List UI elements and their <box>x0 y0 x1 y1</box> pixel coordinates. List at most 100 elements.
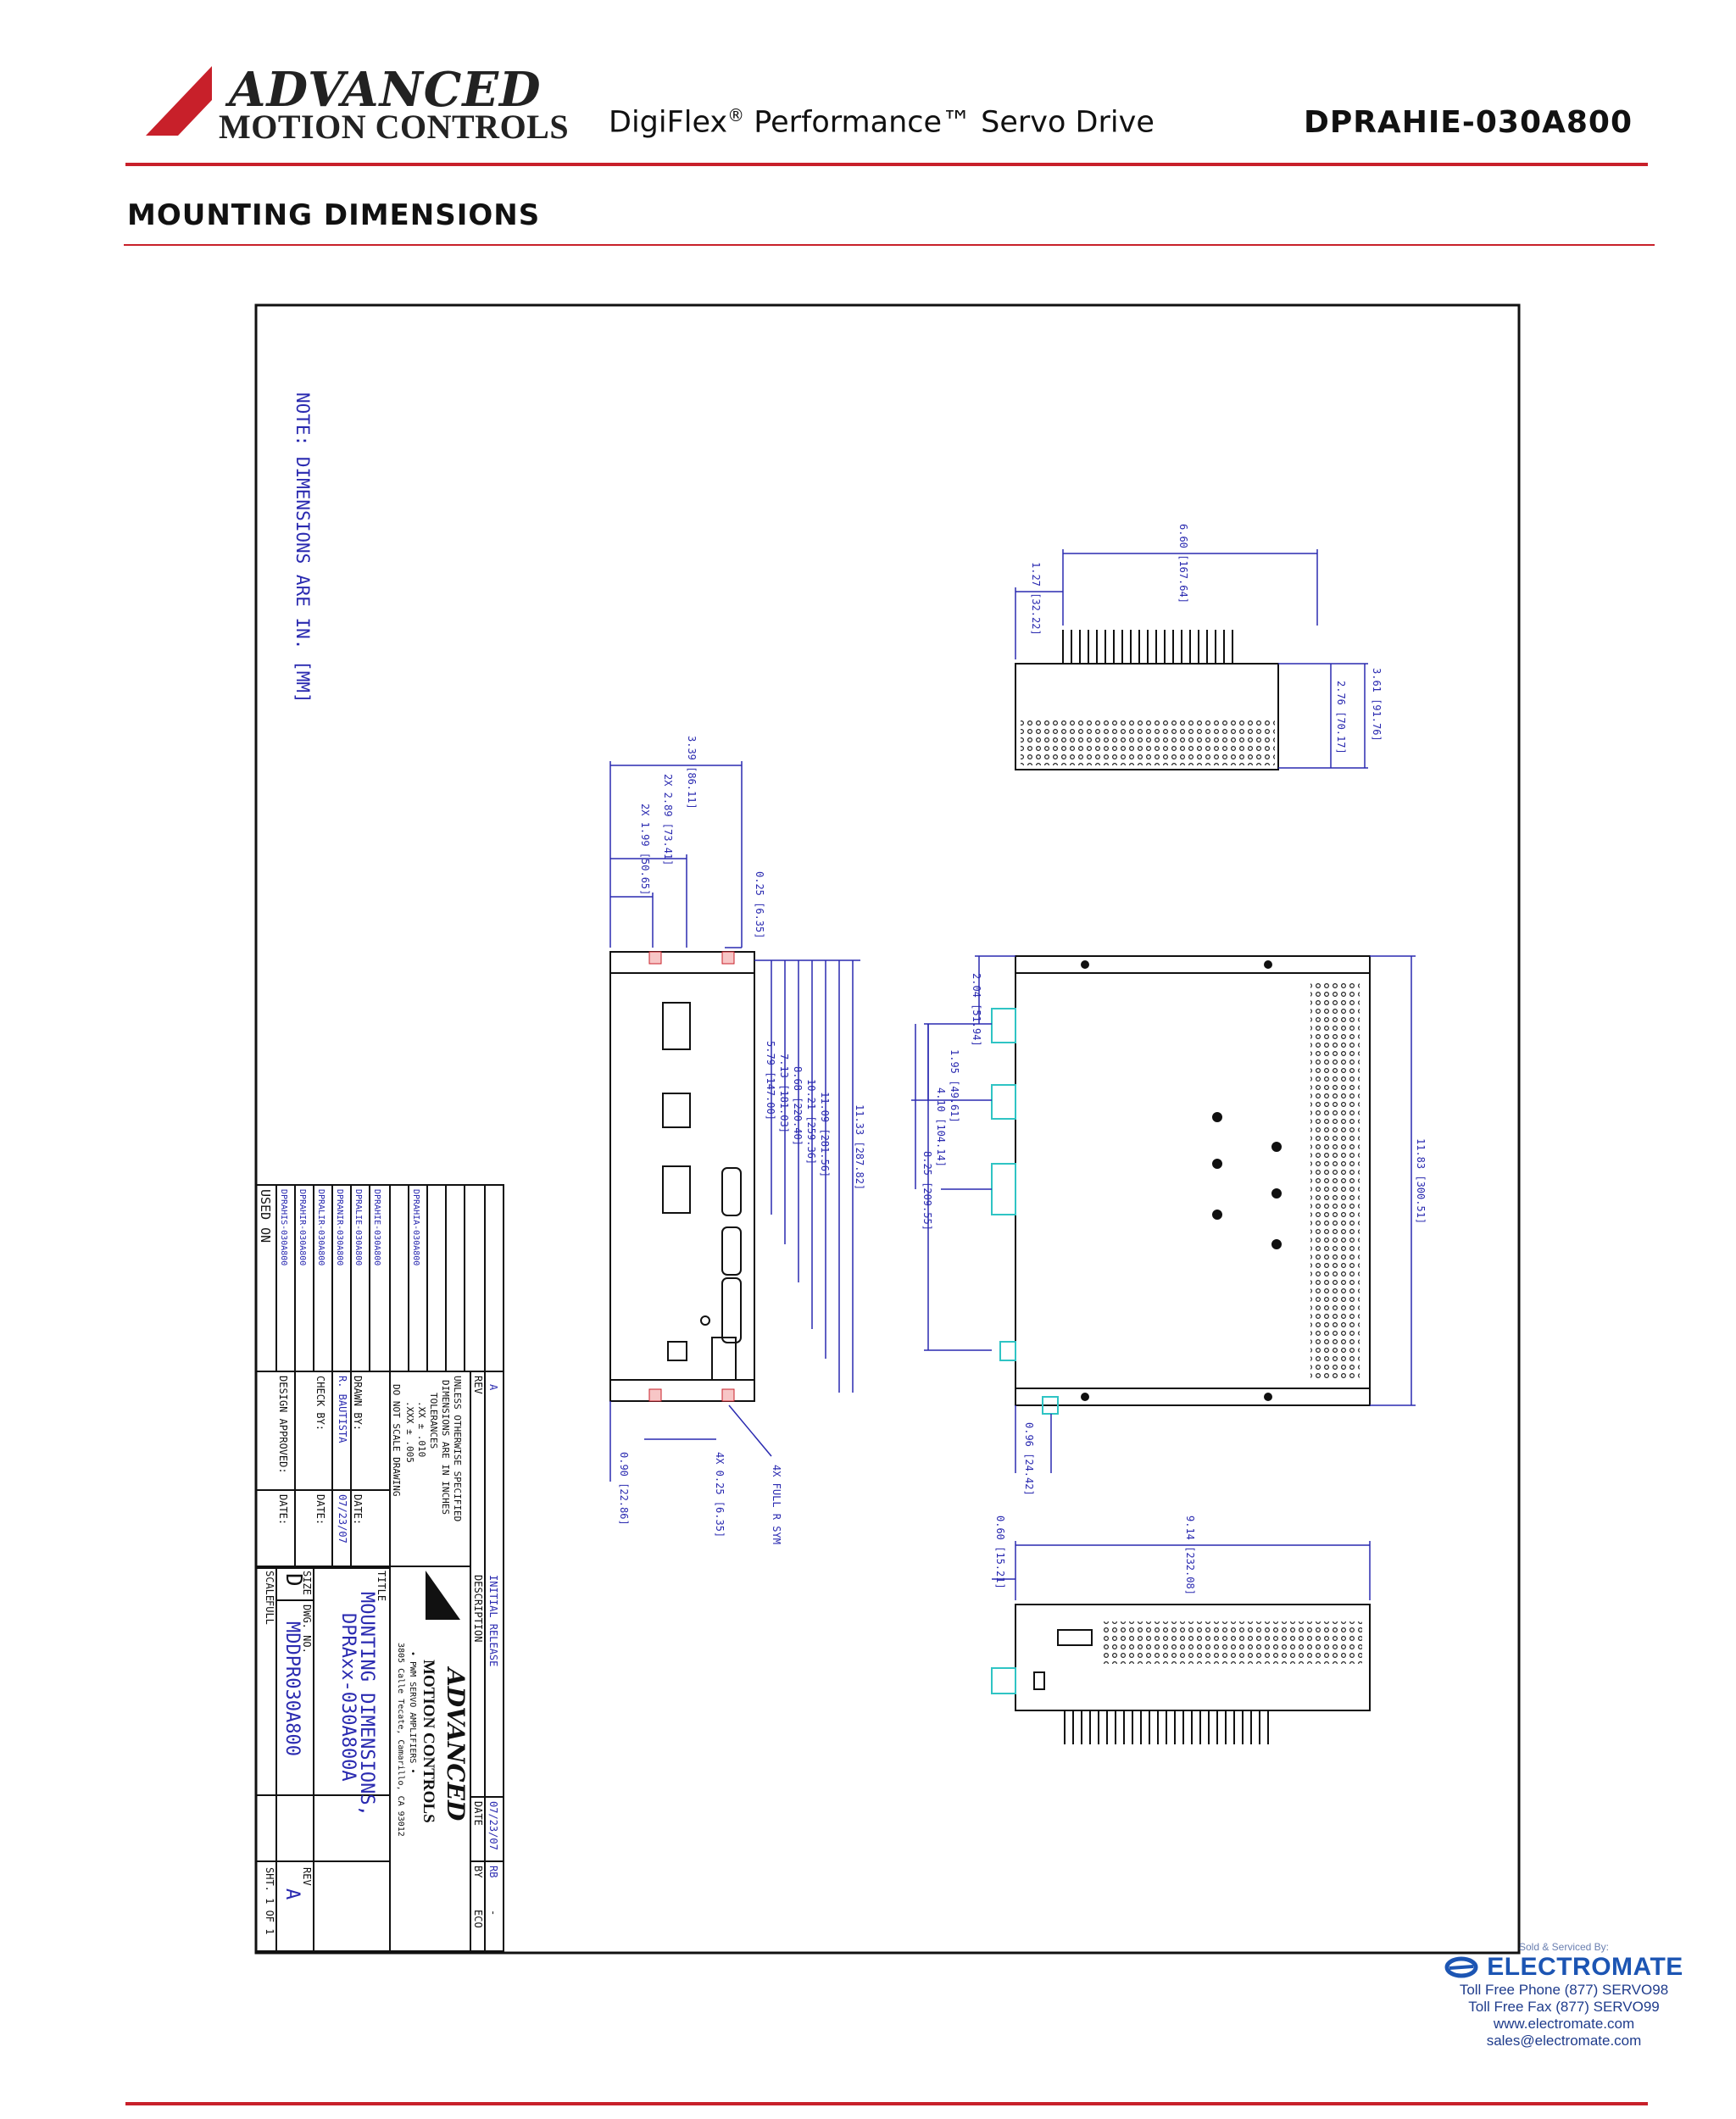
dim-front-10: 11.33 [287.82] <box>854 1104 865 1190</box>
dwg-label: DWG. NO. <box>301 1605 313 1654</box>
top-view-dims <box>1015 549 1368 769</box>
eco-value: - <box>487 1910 499 1916</box>
dim-front-5: 5.79 [147.00] <box>765 1041 776 1121</box>
bottom-view-dims <box>992 1541 1371 1600</box>
sold-by-text: Sold & Serviced By: <box>1518 1941 1610 1953</box>
db-connector-4 <box>711 1337 737 1381</box>
by-value: RB <box>487 1866 499 1877</box>
product-title: DigiFlex® Performance™ Servo Drive <box>609 105 1155 140</box>
dim-front-13: 4X FULL R SYM <box>771 1465 782 1544</box>
distributor-name: ELECTROMATE <box>1487 1953 1683 1981</box>
used-on-6: DPRAHIE-030A800 <box>372 1189 381 1265</box>
switch <box>667 1341 687 1361</box>
distributor-email[interactable]: sales@electromate.com <box>1486 2033 1642 2049</box>
tb-title-label: TITLE <box>376 1571 387 1601</box>
logo-triangle-icon <box>146 66 212 136</box>
note-1: UNLESS OTHERWISE SPECIFIED <box>452 1376 463 1521</box>
dim-front-12: 4X 0.25 [6.35] <box>714 1452 726 1538</box>
front-hole <box>700 1315 710 1326</box>
dim-bottom-2: 0.60 [15.21] <box>994 1516 1006 1589</box>
company-logo: ADVANCED MOTION CONTROLS <box>144 66 569 144</box>
dim-side-2: 1.95 [49.61] <box>949 1049 960 1123</box>
connector-2 <box>662 1093 691 1128</box>
connector-1 <box>662 1002 691 1050</box>
side-view-dim-labels: 2.04 [51.94] 1.95 [49.61] 4.10 [104.14] … <box>921 973 1427 1496</box>
rev-value: A <box>487 1384 499 1391</box>
footer-rule <box>125 2102 1648 2105</box>
used-on-1: DPRAHIS-030A800 <box>279 1189 288 1265</box>
registered-mark: ® <box>727 105 745 125</box>
db-connector-2 <box>721 1226 742 1276</box>
view-front <box>609 951 755 1402</box>
dim-front-2: 2X 2.89 [73.41] <box>662 774 674 865</box>
dim-front-1: 3.39 [86.11] <box>686 736 698 809</box>
dim-top-1: 6.60 [167.64] <box>1177 524 1189 603</box>
note-6: DO NOT SCALE DRAWING <box>391 1384 402 1496</box>
part-number: DPRAHIE-030A800 <box>1303 105 1633 140</box>
drawn-date-label: DATE: <box>352 1494 364 1525</box>
dim-front-9: 11.09 [281.56] <box>819 1092 831 1177</box>
rev-label: REV <box>472 1376 484 1394</box>
dim-side-5: 11.83 [300.51] <box>1415 1138 1427 1224</box>
distributor-fax: Toll Free Fax (877) SERVO99 <box>1468 1999 1660 2015</box>
view-bottom <box>1015 1604 1371 1744</box>
logo-line2: MOTION CONTROLS <box>219 108 570 146</box>
product-name-rest: Performance™ Servo Drive <box>744 105 1155 140</box>
date-value: 07/23/07 <box>487 1801 499 1850</box>
view-top <box>1015 630 1279 770</box>
dim-side-6: 0.96 [24.42] <box>1023 1422 1035 1496</box>
used-on-3: DPRALIR-030A800 <box>316 1189 326 1265</box>
dim-side-1: 2.04 [51.94] <box>971 973 982 1047</box>
front-view-dim-labels: 3.39 [86.11] 2X 2.89 [73.41] 2X 1.99 [50… <box>618 736 865 1544</box>
title-block-text: USED ON DPRAHIS-030A800 DPRAHIR-030A800 … <box>258 1189 499 1934</box>
dim-front-3: 2X 1.99 [50.65] <box>639 804 651 895</box>
dim-front-6: 7.13 [181.03] <box>778 1054 790 1133</box>
desc-value: INITIAL RELEASE <box>487 1575 499 1666</box>
scale-label: SCALE <box>264 1571 275 1601</box>
tb-company-line4: 3805 Calle Tecate, Camarillo, CA 93012 <box>396 1643 405 1837</box>
dwg-value: MDDPR030A800 <box>281 1621 303 1756</box>
dim-side-4: 8.25 [209.55] <box>921 1151 933 1231</box>
note-3: TOLERANCES <box>428 1393 439 1449</box>
drawn-by-label: DRAWN BY: <box>352 1376 364 1431</box>
eco-label: ECO <box>472 1910 484 1928</box>
dim-front-4: 0.25 [6.35] <box>754 871 765 938</box>
electromate-swoosh-icon <box>1444 1956 1478 1978</box>
used-on-5: DPRALIE-030A800 <box>353 1189 363 1265</box>
rev2-value: A <box>281 1888 303 1899</box>
distributor-web[interactable]: www.electromate.com <box>1493 2016 1635 2032</box>
tb-title-line2: DPRAxx-030A800A <box>337 1613 359 1782</box>
dim-side-3: 4.10 [104.14] <box>935 1087 947 1167</box>
bottom-view-dim-labels: 9.14 [232.08] 0.60 [15.21] <box>994 1516 1196 1595</box>
check-by-label: CHECK BY: <box>314 1376 326 1431</box>
view-side <box>1015 955 1371 1406</box>
used-on-7: DPRAHIA-030A800 <box>411 1189 420 1265</box>
mount-slot-3 <box>648 1388 662 1402</box>
bottom-view-vents <box>1104 1621 1362 1664</box>
product-name: DigiFlex <box>609 105 728 140</box>
date-label: DATE <box>472 1801 484 1826</box>
db-connector-1 <box>721 1167 742 1216</box>
front-view-body <box>609 951 755 1402</box>
sheet-label: SHT. 1 OF 1 <box>264 1867 275 1934</box>
top-view-vents <box>1021 719 1275 765</box>
tb-title-line1: MOUNTING DIMENSIONS, <box>356 1592 377 1816</box>
mount-slot-4 <box>721 1388 735 1402</box>
tb-company-line1: ADVANCED <box>442 1666 470 1821</box>
mounting-drawing: NOTE: DIMENSIONS ARE IN. [MM] 6.60 [167.… <box>254 303 1521 1955</box>
title-block <box>255 1184 504 1952</box>
front-view-dims <box>609 761 860 1482</box>
drawn-by-value: R. BAUTISTA <box>337 1376 348 1443</box>
size-value: D <box>281 1573 306 1587</box>
top-view-fins <box>1062 630 1233 664</box>
used-on-2: DPRAHIR-030A800 <box>298 1189 307 1265</box>
distributor-logo: ELECTROMATE <box>1441 1953 1687 1982</box>
used-on-label: USED ON <box>258 1189 273 1243</box>
side-view-vents <box>1310 982 1360 1380</box>
dim-top-2: 1.27 [32.22] <box>1030 562 1042 636</box>
dim-front-7: 8.68 [220.40] <box>792 1066 804 1146</box>
drawn-date-value: 07/23/07 <box>337 1494 348 1543</box>
note-4: .XX ± .010 <box>416 1401 427 1457</box>
approved-date-label: DATE: <box>277 1494 289 1525</box>
note-2: DIMENSIONS ARE IN INCHES <box>440 1380 451 1515</box>
